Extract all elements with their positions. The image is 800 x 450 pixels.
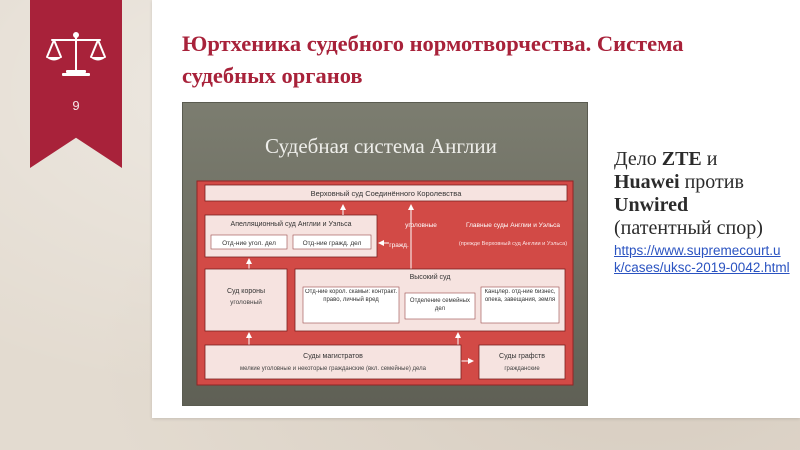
- node-high-label: Высокий суд: [410, 273, 451, 281]
- node-magistrates: [204, 344, 462, 380]
- node-crown-court: [204, 268, 288, 332]
- case-line-3: Unwired: [614, 194, 790, 217]
- diagram-arrows: [246, 204, 474, 364]
- case-zte: ZTE: [661, 148, 702, 170]
- node-high-kings-bench-text-box: Отд-ние корол. скамьи: контракт. право, …: [304, 289, 398, 303]
- case-unwired: Unwired: [614, 194, 689, 216]
- node-high-family: [404, 292, 476, 320]
- node-high-family-text-box: Отделение семейных дел: [409, 298, 471, 312]
- label-chief-courts-note: (прежде Верховный суд Англии и Уэльса): [459, 240, 567, 247]
- slide-number: 9: [72, 98, 80, 113]
- court-system-diagram: Судебная система Англии Верховный суд Со…: [182, 102, 588, 406]
- scales-of-justice-icon: [46, 32, 106, 76]
- case-against: против: [679, 171, 744, 193]
- label-civil: гражд.: [389, 242, 409, 249]
- node-high-kings-bench-label: Отд-ние корол. скамьи: контракт. право, …: [304, 289, 398, 303]
- node-high-kings-bench: [302, 286, 400, 324]
- case-line-2: Huawei против: [614, 171, 790, 194]
- diagram-title: Судебная система Англии: [265, 134, 497, 158]
- node-appeal-label: Апелляционный суд Англии и Уэльса: [231, 220, 352, 228]
- node-supreme-court: [204, 184, 568, 202]
- label-chief-courts: Главные суды Англии и Уэльса: [466, 222, 560, 229]
- node-appeal-civil: [292, 234, 372, 250]
- node-county-courts: [478, 344, 566, 380]
- node-magistrates-sub: мелкие уголовные и некоторые гражданские…: [240, 365, 427, 372]
- node-crown-label: Суд короны: [227, 288, 265, 295]
- node-appeal-criminal: [210, 234, 288, 250]
- case-link[interactable]: https://www.supremecourt.uk/cases/uksc-2…: [614, 243, 790, 275]
- node-high-chancery-label: Канцлер. отд-ние бизнес, опека, завещани…: [484, 289, 556, 303]
- node-crown-sub: уголовный: [230, 298, 262, 306]
- node-magistrates-label: Суды магистратов: [303, 353, 363, 360]
- case-note: Дело ZTE и Huawei против Unwired (патент…: [614, 148, 790, 276]
- node-high-chancery: [480, 286, 560, 324]
- slide-title: Юртхеника судебного нормотворчества. Сис…: [182, 31, 684, 88]
- case-and: и: [701, 148, 718, 170]
- node-high-chancery-text-box: Канцлер. отд-ние бизнес, опека, завещани…: [484, 289, 556, 303]
- node-county-sub: гражданские: [504, 366, 540, 372]
- case-patent: (патентный спор): [614, 217, 763, 239]
- case-huawei: Huawei: [614, 171, 680, 193]
- label-criminal: уголовные: [405, 222, 437, 229]
- node-appeal-criminal-label: Отд-ние угол. дел: [222, 240, 276, 247]
- node-supreme-label: Верховный суд Соединённого Королевства: [311, 189, 463, 198]
- node-appeal-civil-label: Отд-ние гражд. дел: [303, 240, 362, 247]
- case-prefix: Дело: [614, 148, 662, 170]
- node-county-label: Суды графств: [499, 353, 545, 360]
- case-line-1: Дело ZTE и: [614, 148, 790, 171]
- node-high-family-label: Отделение семейных дел: [409, 298, 471, 312]
